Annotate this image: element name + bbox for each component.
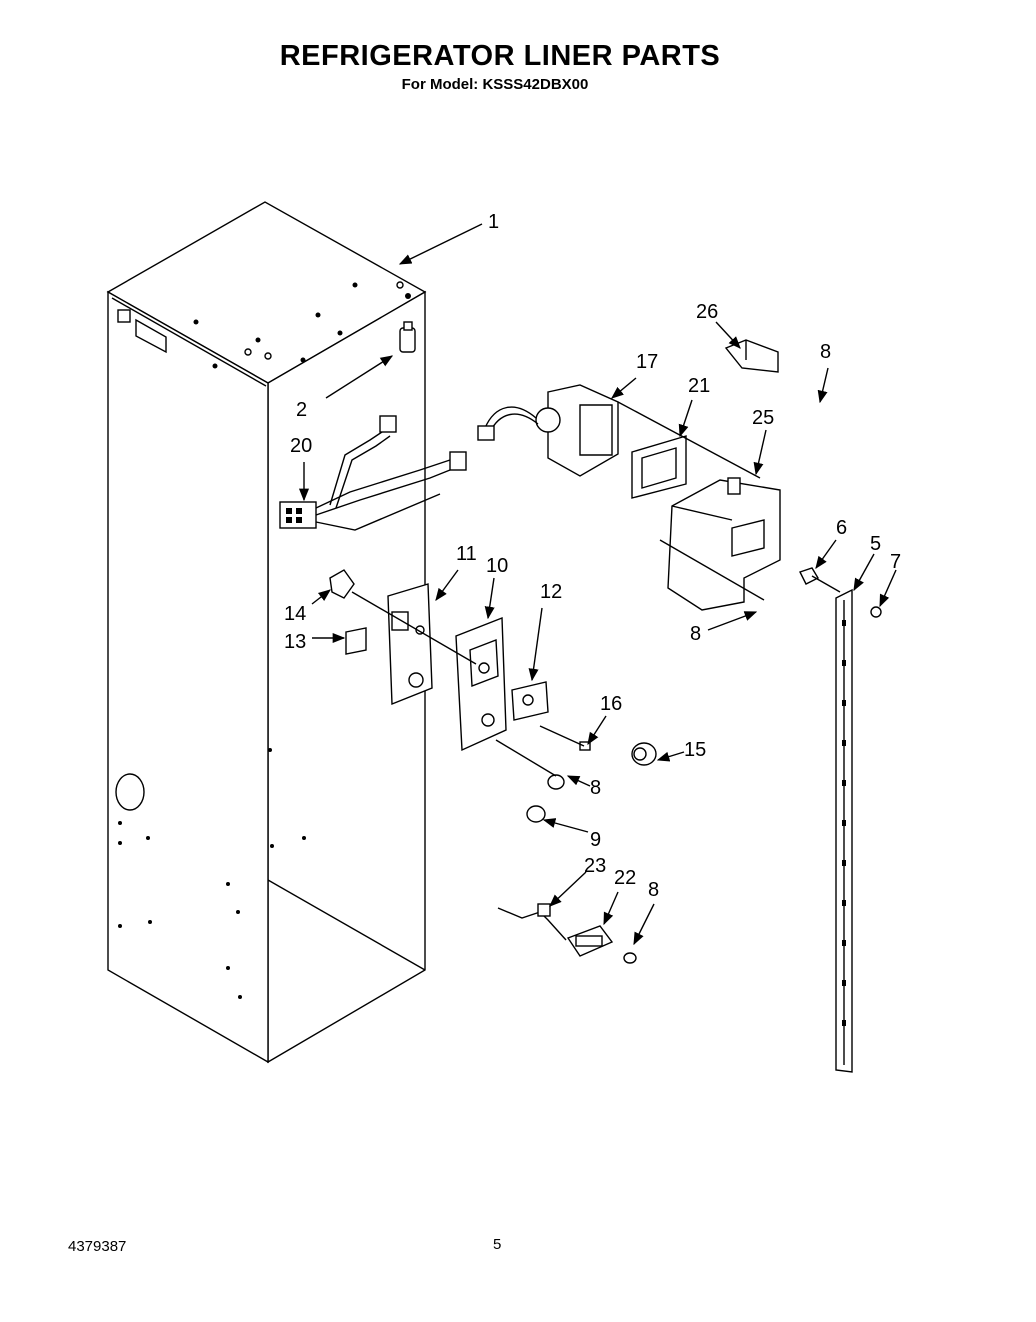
gasket-part <box>631 435 687 499</box>
callout-21: 21 <box>688 375 710 397</box>
switch-bracket-part <box>455 616 549 752</box>
callout-10: 10 <box>486 555 508 577</box>
top-clip-part <box>399 321 416 353</box>
document-number: 4379387 <box>68 1238 127 1255</box>
callout-8-top: 8 <box>820 341 831 363</box>
callout-14: 14 <box>284 603 306 625</box>
small-hardware-parts <box>526 741 657 823</box>
callout-25: 25 <box>752 407 774 429</box>
rail-assembly-part <box>799 567 882 1073</box>
wire-harness-part <box>279 415 467 531</box>
callout-5: 5 <box>870 533 881 555</box>
callout-16: 16 <box>600 693 622 715</box>
liner-cabinet <box>106 201 427 1064</box>
callout-26: 26 <box>696 301 718 323</box>
callout-6: 6 <box>836 517 847 539</box>
callout-labels: 1 2 20 17 21 26 8 25 6 5 7 8 11 10 12 14… <box>284 211 901 901</box>
page-title: REFRIGERATOR LINER PARTS <box>279 40 721 72</box>
damper-assembly-part <box>477 384 619 477</box>
housing-cover-part <box>667 477 781 611</box>
callout-2: 2 <box>296 399 307 421</box>
callout-23: 23 <box>584 855 606 877</box>
callout-8-bottom: 8 <box>648 879 659 901</box>
callout-9: 9 <box>590 829 601 851</box>
callout-7: 7 <box>890 551 901 573</box>
model-subtitle: For Model: KSSS42DBX00 <box>401 76 589 93</box>
callout-12: 12 <box>540 581 562 603</box>
mounting-panel-part <box>329 569 433 706</box>
callout-17: 17 <box>636 351 658 373</box>
page-number: 5 <box>493 1236 502 1253</box>
callout-11: 11 <box>456 543 477 565</box>
leader-lines <box>298 223 897 946</box>
callout-1: 1 <box>488 211 499 233</box>
callout-13: 13 <box>284 631 306 653</box>
callout-8-lower: 8 <box>590 777 601 799</box>
callout-8-mid: 8 <box>690 623 701 645</box>
callout-15: 15 <box>684 739 706 761</box>
bracket-part <box>724 339 779 373</box>
callout-22: 22 <box>614 867 636 889</box>
callout-20: 20 <box>290 435 312 457</box>
switch-and-wire-parts <box>497 903 637 964</box>
